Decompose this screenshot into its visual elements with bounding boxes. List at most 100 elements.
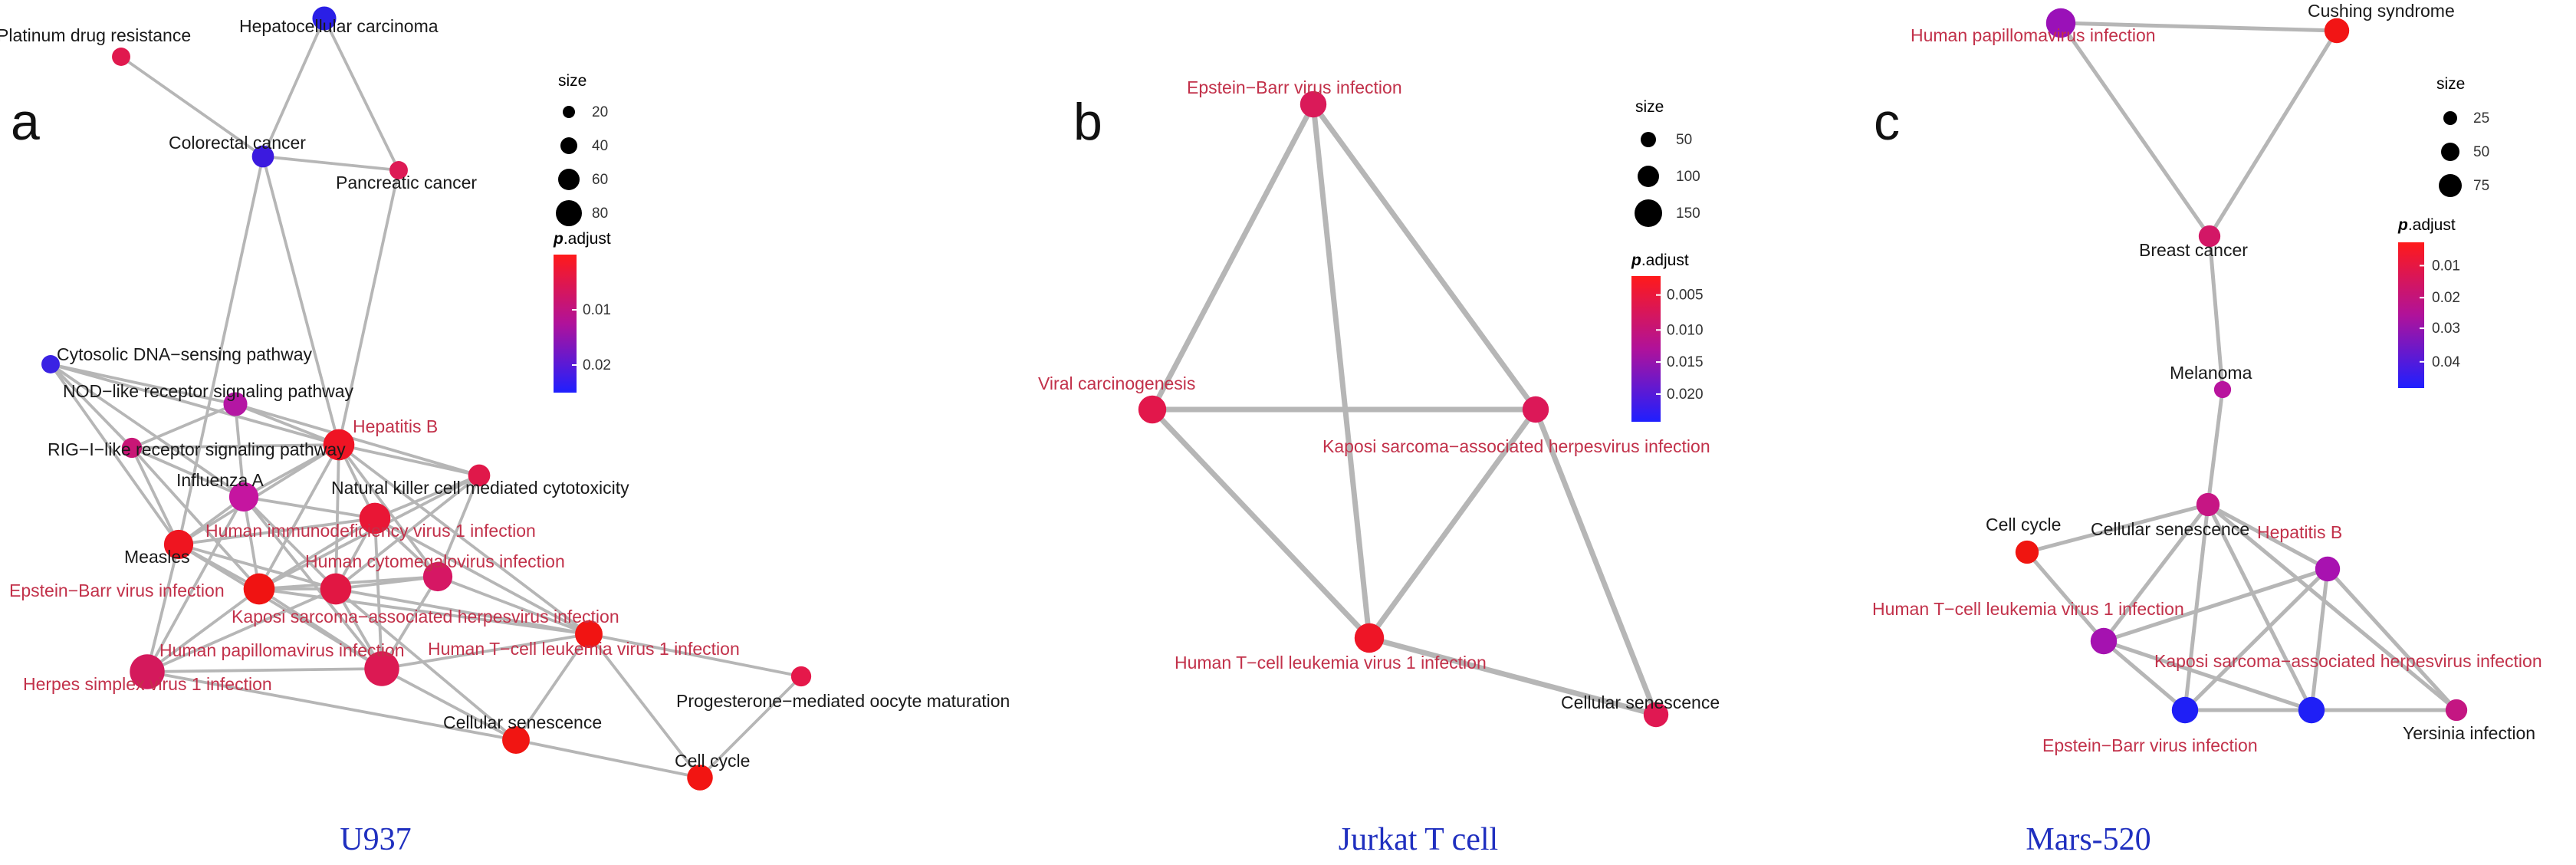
panel-b-color-bar (1631, 276, 1661, 422)
panel-a-edge-kshv-hcmv (335, 575, 439, 590)
panel-a-label-htlv: Human T−cell leukemia virus 1 infection (428, 639, 740, 659)
panel-c-node-hpv (2045, 8, 2076, 38)
panel-a-edge-htlv-progesterone (588, 633, 802, 678)
panel-a-color-tick-label: 0.01 (583, 302, 611, 318)
panel-c-color-tick-label: 0.01 (2432, 258, 2460, 274)
panel-c-node-yersinia (2445, 699, 2468, 722)
panel-a-edge-rigi-influenza (131, 446, 245, 498)
panel-c-edge-cushing-breast (2207, 29, 2339, 238)
panel-b-size-legend-value: 100 (1676, 169, 1700, 185)
panel-a-edge-kshv-htlv (335, 587, 590, 636)
panel-a-node-hepb (323, 429, 355, 461)
panel-c-label-senescence: Cellular senescence (2091, 519, 2249, 539)
panel-c-edge-senescence-cellcycle (2026, 502, 2209, 554)
panel-a-edge-pancreatic-hepb (337, 169, 400, 446)
panel-c-label-cushing: Cushing syndrome (2308, 1, 2455, 21)
panel-b-edge-ebv-htlv (1310, 104, 1372, 639)
panel-a-edge-cytosolic-rigi (49, 363, 133, 449)
panel-b-label-ebv: Epstein−Barr virus infection (1187, 77, 1402, 97)
panel-a-edge-hpv-senescence (381, 667, 517, 742)
panel-a-label-influenza: Influenza A (176, 470, 264, 490)
panel-a-edge-nod-influenza (234, 403, 245, 498)
panel-a-edge-ebv-hsv (146, 587, 261, 673)
panel-a-color-ticks: 0.010.02 (572, 302, 611, 373)
svg-text:p.adjust: p.adjust (1631, 252, 1689, 269)
panel-a-label-nod: NOD−like receptor signaling pathway (63, 381, 354, 401)
panel-a-caption: U937 (340, 822, 411, 857)
panel-a-edge-cytosolic-hepb (50, 363, 340, 446)
panel-a-edge-hcc-pancreatic (323, 18, 400, 171)
panel-b-label-viral: Viral carcinogenesis (1038, 373, 1195, 393)
panel-c-edge-senescence-kshv (2183, 504, 2210, 711)
panel-a-edge-nod-rigi (131, 403, 236, 449)
svg-text:size: size (2436, 75, 2465, 93)
panel-c-node-cellcycle (2015, 540, 2039, 564)
panel-b-caption: Jurkat T cell (1339, 822, 1498, 857)
panel-a-edge-hepb-ebv (258, 444, 340, 590)
panel-b-edge-htlv-senescence (1368, 635, 1657, 718)
panel-b-node-htlv (1354, 623, 1385, 653)
panel-a-edge-influenza-kshv (242, 495, 337, 590)
panel-a-edge-kshv-senescence (334, 587, 518, 742)
panel-a-edge-measles-hsv (146, 544, 180, 673)
panel-a-label-hsv: Herpes simplex virus 1 infection (23, 674, 272, 694)
panel-c-color-tick-label: 0.04 (2432, 354, 2460, 370)
panel-a-nodes (41, 6, 812, 791)
panel-a-node-kshv (320, 573, 352, 605)
panel-a-node-colorectal (251, 145, 274, 168)
panel-c-edge-htlv-ebv (2103, 639, 2312, 712)
panel-a-edge-platinum-colorectal (120, 55, 264, 158)
panel-a-size-legend-dot (563, 106, 575, 118)
panel-c-size-legend-dot (2439, 174, 2462, 197)
panel-c-label-kshv: Kaposi sarcoma−associated herpesvirus in… (2154, 651, 2542, 671)
panel-c-edge-senescence-ebv (2206, 503, 2314, 712)
panel-a-edge-hpv-hsv (146, 667, 383, 673)
panel-a-node-hiv (359, 502, 391, 534)
panel-a-color-bar (554, 255, 577, 393)
panel-a-edge-colorectal-pancreatic (262, 155, 399, 172)
panel-a-label-ebv: Epstein−Barr virus infection (9, 581, 225, 600)
panel-a-node-nod (223, 392, 248, 416)
panel-c-edge-hepb-ebv (2309, 568, 2330, 711)
panel-b-color-tick-label: 0.010 (1667, 322, 1704, 338)
panel-a-edge-rigi-measles (130, 447, 180, 545)
panel-a-edge-hiv-measles (178, 517, 376, 546)
panel-c-edge-hpv-breast (2058, 21, 2212, 238)
panel-c-edge-senescence-yersinia (2206, 503, 2458, 712)
panel-a-node-progesterone (790, 666, 812, 687)
panel-b-color-tick-label: 0.005 (1667, 288, 1704, 304)
panel-c-node-kshv (2171, 696, 2199, 724)
panel-b-size-legend-value: 150 (1676, 206, 1700, 222)
panel-a-edge-nk-hiv (374, 474, 480, 520)
panel-b-node-viral (1138, 395, 1167, 424)
panel-a-label-colorectal: Colorectal cancer (169, 133, 306, 153)
panel-a-edge-kshv-hsv (146, 587, 337, 673)
panel-c-label-ebv: Epstein−Barr virus infection (2042, 735, 2258, 755)
panel-a-node-pancreatic (389, 161, 408, 179)
panel-a-node-hpv (364, 651, 399, 686)
panel-a-label-hepb: Hepatitis B (353, 416, 438, 436)
panel-a-node-measles (163, 529, 194, 560)
panel-a-edge-hepb-measles (177, 443, 340, 546)
panel-c-edge-hepb-yersinia (2326, 567, 2458, 712)
panel-a-size-legend-dot (560, 137, 577, 154)
panel-a-edge-rigi-hepb (131, 443, 340, 449)
panel-a-edge-htlv-senescence (514, 633, 590, 742)
panel-a-edge-ebv-htlv (258, 587, 590, 636)
panel-a-size-legend-value: 60 (592, 172, 608, 188)
panel-a-node-hcc (312, 6, 337, 31)
panel-b-label-senescence: Cellular senescence (1561, 692, 1720, 712)
panel-a-edge-hcmv-htlv (437, 575, 590, 636)
panel-a-label-progesterone: Progesterone−mediated oocyte maturation (676, 691, 1010, 711)
svg-text:size: size (558, 72, 586, 90)
panel-a-edge-colorectal-hepb (261, 156, 340, 446)
panel-c-label-melanoma: Melanoma (2170, 363, 2252, 383)
panel-a-size-legend-dot (558, 169, 580, 190)
